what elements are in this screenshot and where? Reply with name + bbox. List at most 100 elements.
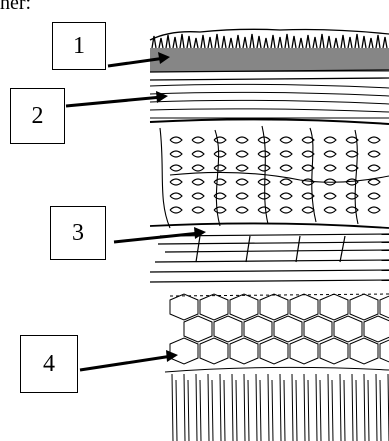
parenchyma-cell	[334, 316, 362, 342]
palisade-spike	[299, 38, 303, 48]
parenchyma-cell	[184, 316, 212, 342]
columnar-cell-wall	[368, 380, 369, 441]
columnar-cell-wall	[212, 380, 213, 441]
cell-wall-swirl	[346, 193, 358, 199]
cell-wall-swirl	[258, 193, 270, 199]
palisade-spike	[278, 37, 282, 48]
columnar-cell-wall	[308, 380, 309, 441]
cell-wall-swirl	[192, 193, 204, 199]
cell-wall-swirl	[324, 137, 336, 143]
cell-wall-swirl	[368, 137, 380, 143]
columnar-cell-wall	[340, 374, 341, 441]
cell-wall-swirl	[214, 193, 226, 199]
columnar-cell-wall	[220, 374, 221, 441]
parenchyma-layer	[170, 294, 389, 364]
parenchyma-cell	[214, 316, 242, 342]
label-box-1: 1	[52, 22, 106, 70]
columnar-cell-wall	[376, 374, 377, 441]
palisade-spike	[187, 36, 191, 48]
cell-wall-swirl	[214, 179, 226, 185]
cell-wall-swirl	[192, 165, 204, 171]
palisade-spike	[173, 37, 177, 48]
columnar-cell-wall	[364, 374, 365, 441]
palisade-spike	[229, 38, 233, 48]
parenchyma-cell	[290, 338, 318, 364]
cell-wall-swirl	[324, 207, 336, 213]
compressed-cell-band	[150, 223, 389, 282]
cell-wall-swirl	[368, 179, 380, 185]
cell-wall-swirl	[368, 207, 380, 213]
cell-wall-swirl	[214, 165, 226, 171]
cell-wall-swirl	[170, 207, 182, 213]
palisade-spike	[306, 35, 310, 48]
parenchyma-cell	[200, 338, 228, 364]
palisade-spike	[327, 36, 331, 48]
palisade-spike	[236, 35, 240, 48]
columnar-cell-wall	[380, 380, 381, 441]
label-box-4: 4	[20, 335, 78, 393]
palisade-spike	[341, 35, 345, 48]
parenchyma-cell	[380, 294, 389, 320]
cell-wall-swirl	[192, 207, 204, 213]
cell-wall-swirl	[236, 165, 248, 171]
cell-wall-swirl	[170, 137, 182, 143]
cell-wall-swirl	[280, 207, 292, 213]
cell-wall-swirl	[302, 207, 314, 213]
cell-wall-swirl	[258, 179, 270, 185]
palisade-spike	[271, 35, 275, 48]
columnar-cell-wall	[176, 380, 177, 441]
cell-wall-swirl	[170, 151, 182, 157]
parenchyma-cell	[350, 294, 378, 320]
palisade-spike	[243, 37, 247, 48]
columnar-cell-wall	[208, 374, 209, 441]
cell-wall-swirl	[258, 207, 270, 213]
parenchyma-cell	[304, 316, 332, 342]
arrow-3	[114, 227, 206, 242]
parenchyma-cell	[380, 338, 389, 364]
palisade-spike	[215, 34, 219, 48]
palisade-spike	[201, 35, 205, 48]
parenchyma-cell	[350, 338, 378, 364]
parenchyma-cell	[320, 338, 348, 364]
cell-wall-swirl	[214, 137, 226, 143]
parenchyma-cell	[230, 294, 258, 320]
palisade-spike	[334, 38, 338, 48]
columnar-cell-wall	[268, 374, 269, 441]
cell-wall-swirl	[368, 151, 380, 157]
columnar-cell-wall	[256, 374, 257, 441]
palisade-spike	[376, 35, 380, 48]
palisade-spike	[250, 34, 254, 48]
palisade-spike	[285, 34, 289, 48]
columnar-cell-wall	[184, 374, 185, 441]
palisade-spike	[362, 36, 366, 48]
parenchyma-cell	[320, 294, 348, 320]
cell-wall-swirl	[258, 165, 270, 171]
parenchyma-cell	[260, 338, 288, 364]
palisade-spike	[292, 36, 296, 48]
label-box-3: 3	[50, 206, 106, 260]
cell-wall-swirl	[192, 151, 204, 157]
columnar-cell-wall	[232, 374, 233, 441]
arrow-2	[66, 91, 168, 106]
columnar-cell-wall	[292, 374, 293, 441]
columnar-cell-wall	[260, 380, 261, 441]
columnar-cell-wall	[316, 374, 317, 441]
arrow-4	[80, 350, 178, 370]
columnar-cell-wall	[356, 380, 357, 441]
cell-wall-swirl	[280, 193, 292, 199]
columnar-cell-wall	[224, 380, 225, 441]
columnar-cell-wall	[352, 374, 353, 441]
cell-wall-swirl	[236, 137, 248, 143]
palisade-spike	[257, 36, 261, 48]
cell-wall-swirl	[170, 193, 182, 199]
cell-wall-swirl	[170, 165, 182, 171]
palisade-spike	[159, 38, 163, 48]
parenchyma-cell	[244, 316, 272, 342]
columnar-cell-wall	[236, 380, 237, 441]
cell-wall-swirl	[236, 151, 248, 157]
parenchyma-cell	[290, 294, 318, 320]
parenchyma-cell	[230, 338, 258, 364]
columnar-cell-wall	[188, 380, 189, 441]
cell-wall-swirl	[324, 193, 336, 199]
parenchyma-cell	[200, 294, 228, 320]
